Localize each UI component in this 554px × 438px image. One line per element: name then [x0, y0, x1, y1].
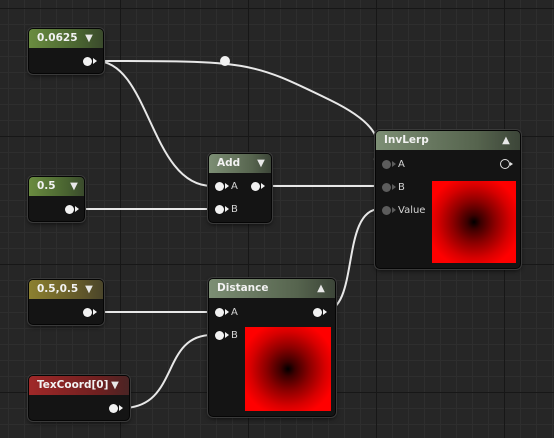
constant-node-header[interactable]: 0.5 ▼	[29, 177, 84, 196]
invlerp-node-header[interactable]: InvLerp ▲	[376, 131, 520, 150]
add-node-title: Add	[217, 157, 241, 169]
invlerp-input-b-pin[interactable]	[382, 183, 396, 192]
reroute-knot[interactable]	[220, 56, 230, 66]
distance-input-b-label: B	[231, 330, 238, 341]
invlerp-input-a-pin[interactable]	[382, 160, 396, 169]
constant2-node-title: 0.5,0.5	[37, 283, 79, 295]
constant-node-05[interactable]: 0.5 ▼	[28, 176, 85, 222]
distance-node[interactable]: Distance ▲ A B	[208, 278, 336, 417]
texcoord-node-header[interactable]: TexCoord[0] ▼	[29, 376, 129, 395]
add-input-b-pin[interactable]	[215, 205, 229, 214]
chevron-up-icon[interactable]: ▲	[502, 135, 510, 146]
output-pin[interactable]	[83, 57, 97, 66]
distance-node-header[interactable]: Distance ▲	[209, 279, 335, 298]
add-node[interactable]: Add ▼ A B	[208, 153, 272, 223]
chevron-down-icon[interactable]: ▼	[257, 158, 265, 169]
invlerp-input-value-label: Value	[398, 205, 426, 216]
wire-texcoord-to-distance-b	[121, 334, 213, 409]
distance-input-a-pin[interactable]	[215, 308, 229, 317]
chevron-down-icon[interactable]: ▼	[70, 181, 78, 192]
output-pin[interactable]	[109, 404, 123, 413]
invlerp-input-a-label: A	[398, 159, 405, 170]
texcoord-node-title: TexCoord[0]	[37, 379, 109, 391]
output-pin[interactable]	[65, 205, 79, 214]
texcoord-node[interactable]: TexCoord[0] ▼	[28, 375, 130, 421]
distance-node-title: Distance	[217, 282, 269, 294]
invlerp-node[interactable]: InvLerp ▲ A B Value	[375, 130, 521, 269]
wire-0625-to-invlerp-a	[95, 60, 381, 164]
chevron-down-icon[interactable]: ▼	[85, 33, 93, 44]
wire-0625-to-add-a	[95, 60, 213, 187]
chevron-down-icon[interactable]: ▼	[85, 284, 93, 295]
constant2-node-header[interactable]: 0.5,0.5 ▼	[29, 280, 103, 299]
distance-preview-image	[245, 327, 331, 411]
add-input-b-label: B	[231, 204, 238, 215]
chevron-down-icon[interactable]: ▼	[111, 380, 119, 391]
distance-input-a-label: A	[231, 307, 238, 318]
invlerp-input-b-label: B	[398, 182, 405, 193]
add-input-a-label: A	[231, 181, 238, 192]
constant-node-0625[interactable]: 0.0625 ▼	[28, 28, 104, 74]
output-pin[interactable]	[83, 308, 97, 317]
distance-input-b-pin[interactable]	[215, 331, 229, 340]
invlerp-input-value-pin[interactable]	[382, 206, 396, 215]
constant-node-title: 0.5	[37, 180, 56, 192]
add-input-a-pin[interactable]	[215, 182, 229, 191]
constant-node-header[interactable]: 0.0625 ▼	[29, 29, 103, 48]
invlerp-preview-image	[432, 181, 516, 263]
chevron-up-icon[interactable]: ▲	[317, 283, 325, 294]
add-output-pin[interactable]	[251, 182, 265, 191]
invlerp-node-title: InvLerp	[384, 134, 429, 146]
distance-output-pin[interactable]	[313, 308, 327, 317]
output-ring-icon[interactable]	[500, 159, 513, 169]
constant-node-title: 0.0625	[37, 32, 78, 44]
add-node-header[interactable]: Add ▼	[209, 154, 271, 173]
constant2-node-0505[interactable]: 0.5,0.5 ▼	[28, 279, 104, 325]
